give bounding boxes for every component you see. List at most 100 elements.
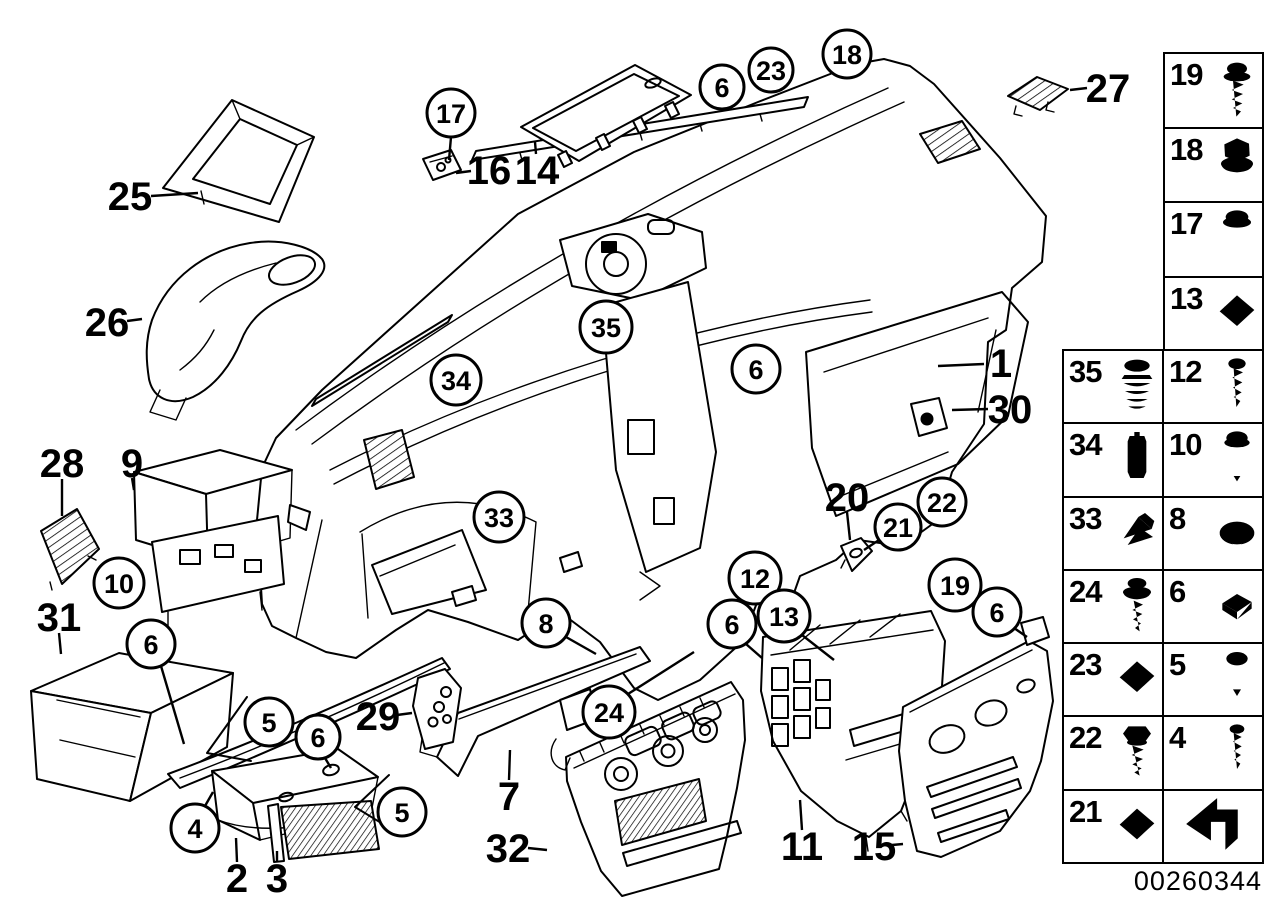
legend-cell-5[interactable]: 5 [1164, 644, 1262, 716]
svg-text:28: 28 [40, 442, 85, 486]
callout-14[interactable]: 14 [515, 149, 560, 193]
callout-6[interactable]: 6 [294, 713, 342, 761]
legend-cell-23[interactable]: 23 [1064, 644, 1162, 716]
callout-5[interactable]: 5 [243, 696, 295, 748]
svg-text:9: 9 [121, 442, 143, 486]
callout-6[interactable]: 6 [971, 586, 1023, 638]
callout-3[interactable]: 3 [266, 857, 288, 901]
callout-12[interactable]: 12 [727, 550, 783, 606]
svg-text:4: 4 [187, 814, 202, 844]
callout-25[interactable]: 25 [108, 175, 153, 219]
callout-4[interactable]: 4 [169, 802, 221, 854]
svg-text:5: 5 [261, 708, 276, 738]
legend-number: 8 [1169, 500, 1186, 536]
callout-34[interactable]: 34 [429, 353, 483, 407]
part-32-center-trim [550, 681, 746, 897]
legend-cell-35[interactable]: 35 [1064, 351, 1162, 423]
spring-clip-icon [1114, 501, 1160, 565]
legend-number: 34 [1069, 427, 1102, 463]
svg-text:32: 32 [486, 827, 531, 871]
legend-cell-19[interactable]: 19 [1165, 54, 1262, 127]
callout-6[interactable]: 6 [706, 598, 758, 650]
machine-screw-icon [1214, 207, 1260, 271]
callout-5[interactable]: 5 [376, 786, 428, 838]
speed-nut-icon [1214, 282, 1260, 346]
svg-text:30: 30 [988, 388, 1033, 432]
svg-text:20: 20 [825, 476, 870, 520]
legend-cell-12[interactable]: 12 [1164, 351, 1262, 423]
callout-31[interactable]: 31 [37, 596, 82, 640]
callout-28[interactable]: 28 [40, 442, 85, 486]
callout-6[interactable]: 6 [698, 63, 746, 111]
svg-text:16: 16 [467, 149, 512, 193]
svg-text:2: 2 [226, 857, 248, 901]
callout-10[interactable]: 10 [92, 556, 146, 610]
legend-cell-10[interactable]: 10 [1164, 424, 1262, 496]
legend-number: 21 [1069, 793, 1102, 829]
legend-column: 19 18 17 13 [1163, 52, 1264, 352]
legend-cell-back-arrow[interactable] [1164, 790, 1262, 862]
callout-26[interactable]: 26 [85, 301, 130, 345]
callout-20[interactable]: 20 [825, 476, 870, 520]
svg-text:7: 7 [498, 775, 520, 819]
svg-text:6: 6 [748, 355, 763, 385]
svg-text:21: 21 [883, 513, 913, 543]
legend-number: 18 [1170, 131, 1203, 167]
svg-text:3: 3 [266, 857, 288, 901]
callout-35[interactable]: 35 [578, 299, 634, 355]
part-instrument-panel [256, 58, 1047, 701]
callout-6[interactable]: 6 [730, 343, 782, 395]
svg-text:6: 6 [724, 610, 739, 640]
callout-18[interactable]: 18 [821, 28, 873, 80]
callout-33[interactable]: 33 [472, 490, 526, 544]
legend-cell-34[interactable]: 34 [1064, 424, 1162, 496]
callout-11[interactable]: 11 [781, 825, 823, 869]
part-25-display-frame [162, 99, 315, 223]
svg-text:26: 26 [85, 301, 130, 345]
legend-cell-6[interactable]: 6 [1164, 570, 1262, 643]
svg-text:17: 17 [436, 99, 466, 129]
part-3-mat [267, 800, 380, 863]
callout-8[interactable]: 8 [520, 597, 572, 649]
callout-15[interactable]: 15 [852, 825, 897, 869]
speed-nut-icon [1114, 648, 1160, 712]
legend-cell-4[interactable]: 4 [1164, 717, 1262, 789]
svg-text:5: 5 [394, 798, 409, 828]
callout-21[interactable]: 21 [873, 502, 923, 552]
part-28-vent-grille [40, 508, 100, 591]
part-29-bracket [412, 668, 462, 750]
callout-16[interactable]: 16 [467, 149, 512, 193]
legend-cell-8[interactable]: 8 [1164, 497, 1262, 569]
callout-17[interactable]: 17 [425, 87, 477, 139]
callout-32[interactable]: 32 [486, 827, 531, 871]
doc-number: 00260344 [1133, 866, 1262, 896]
legend-cell-33[interactable]: 33 [1064, 497, 1162, 569]
callout-9[interactable]: 9 [121, 442, 143, 486]
legend-number: 13 [1170, 280, 1203, 316]
callout-2[interactable]: 2 [226, 857, 248, 901]
svg-text:6: 6 [714, 73, 729, 103]
callout-24[interactable]: 24 [581, 684, 637, 740]
callout-27[interactable]: 27 [1086, 67, 1131, 111]
callout-13[interactable]: 13 [756, 588, 812, 644]
cage-nut-icon [1214, 574, 1260, 638]
legend-cell-22[interactable]: 22 [1064, 717, 1162, 789]
legend-cell-24[interactable]: 24 [1064, 570, 1162, 643]
callout-30[interactable]: 30 [988, 388, 1033, 432]
callout-19[interactable]: 19 [927, 557, 983, 613]
callout-1[interactable]: 1 [990, 342, 1012, 386]
callout-22[interactable]: 22 [916, 476, 968, 528]
callout-29[interactable]: 29 [356, 695, 401, 739]
legend-cell-13[interactable]: 13 [1165, 277, 1262, 350]
legend-cell-17[interactable]: 17 [1165, 203, 1262, 276]
screw-big-washer-icon [1114, 574, 1160, 638]
callout-7[interactable]: 7 [498, 775, 520, 819]
callout-6[interactable]: 6 [125, 618, 177, 670]
callout-23[interactable]: 23 [747, 46, 795, 94]
small-screw-icon [1214, 721, 1260, 785]
legend-cell-21[interactable]: 21 [1064, 790, 1162, 862]
legend-number: 12 [1169, 354, 1202, 389]
legend-cell-18[interactable]: 18 [1165, 128, 1262, 201]
